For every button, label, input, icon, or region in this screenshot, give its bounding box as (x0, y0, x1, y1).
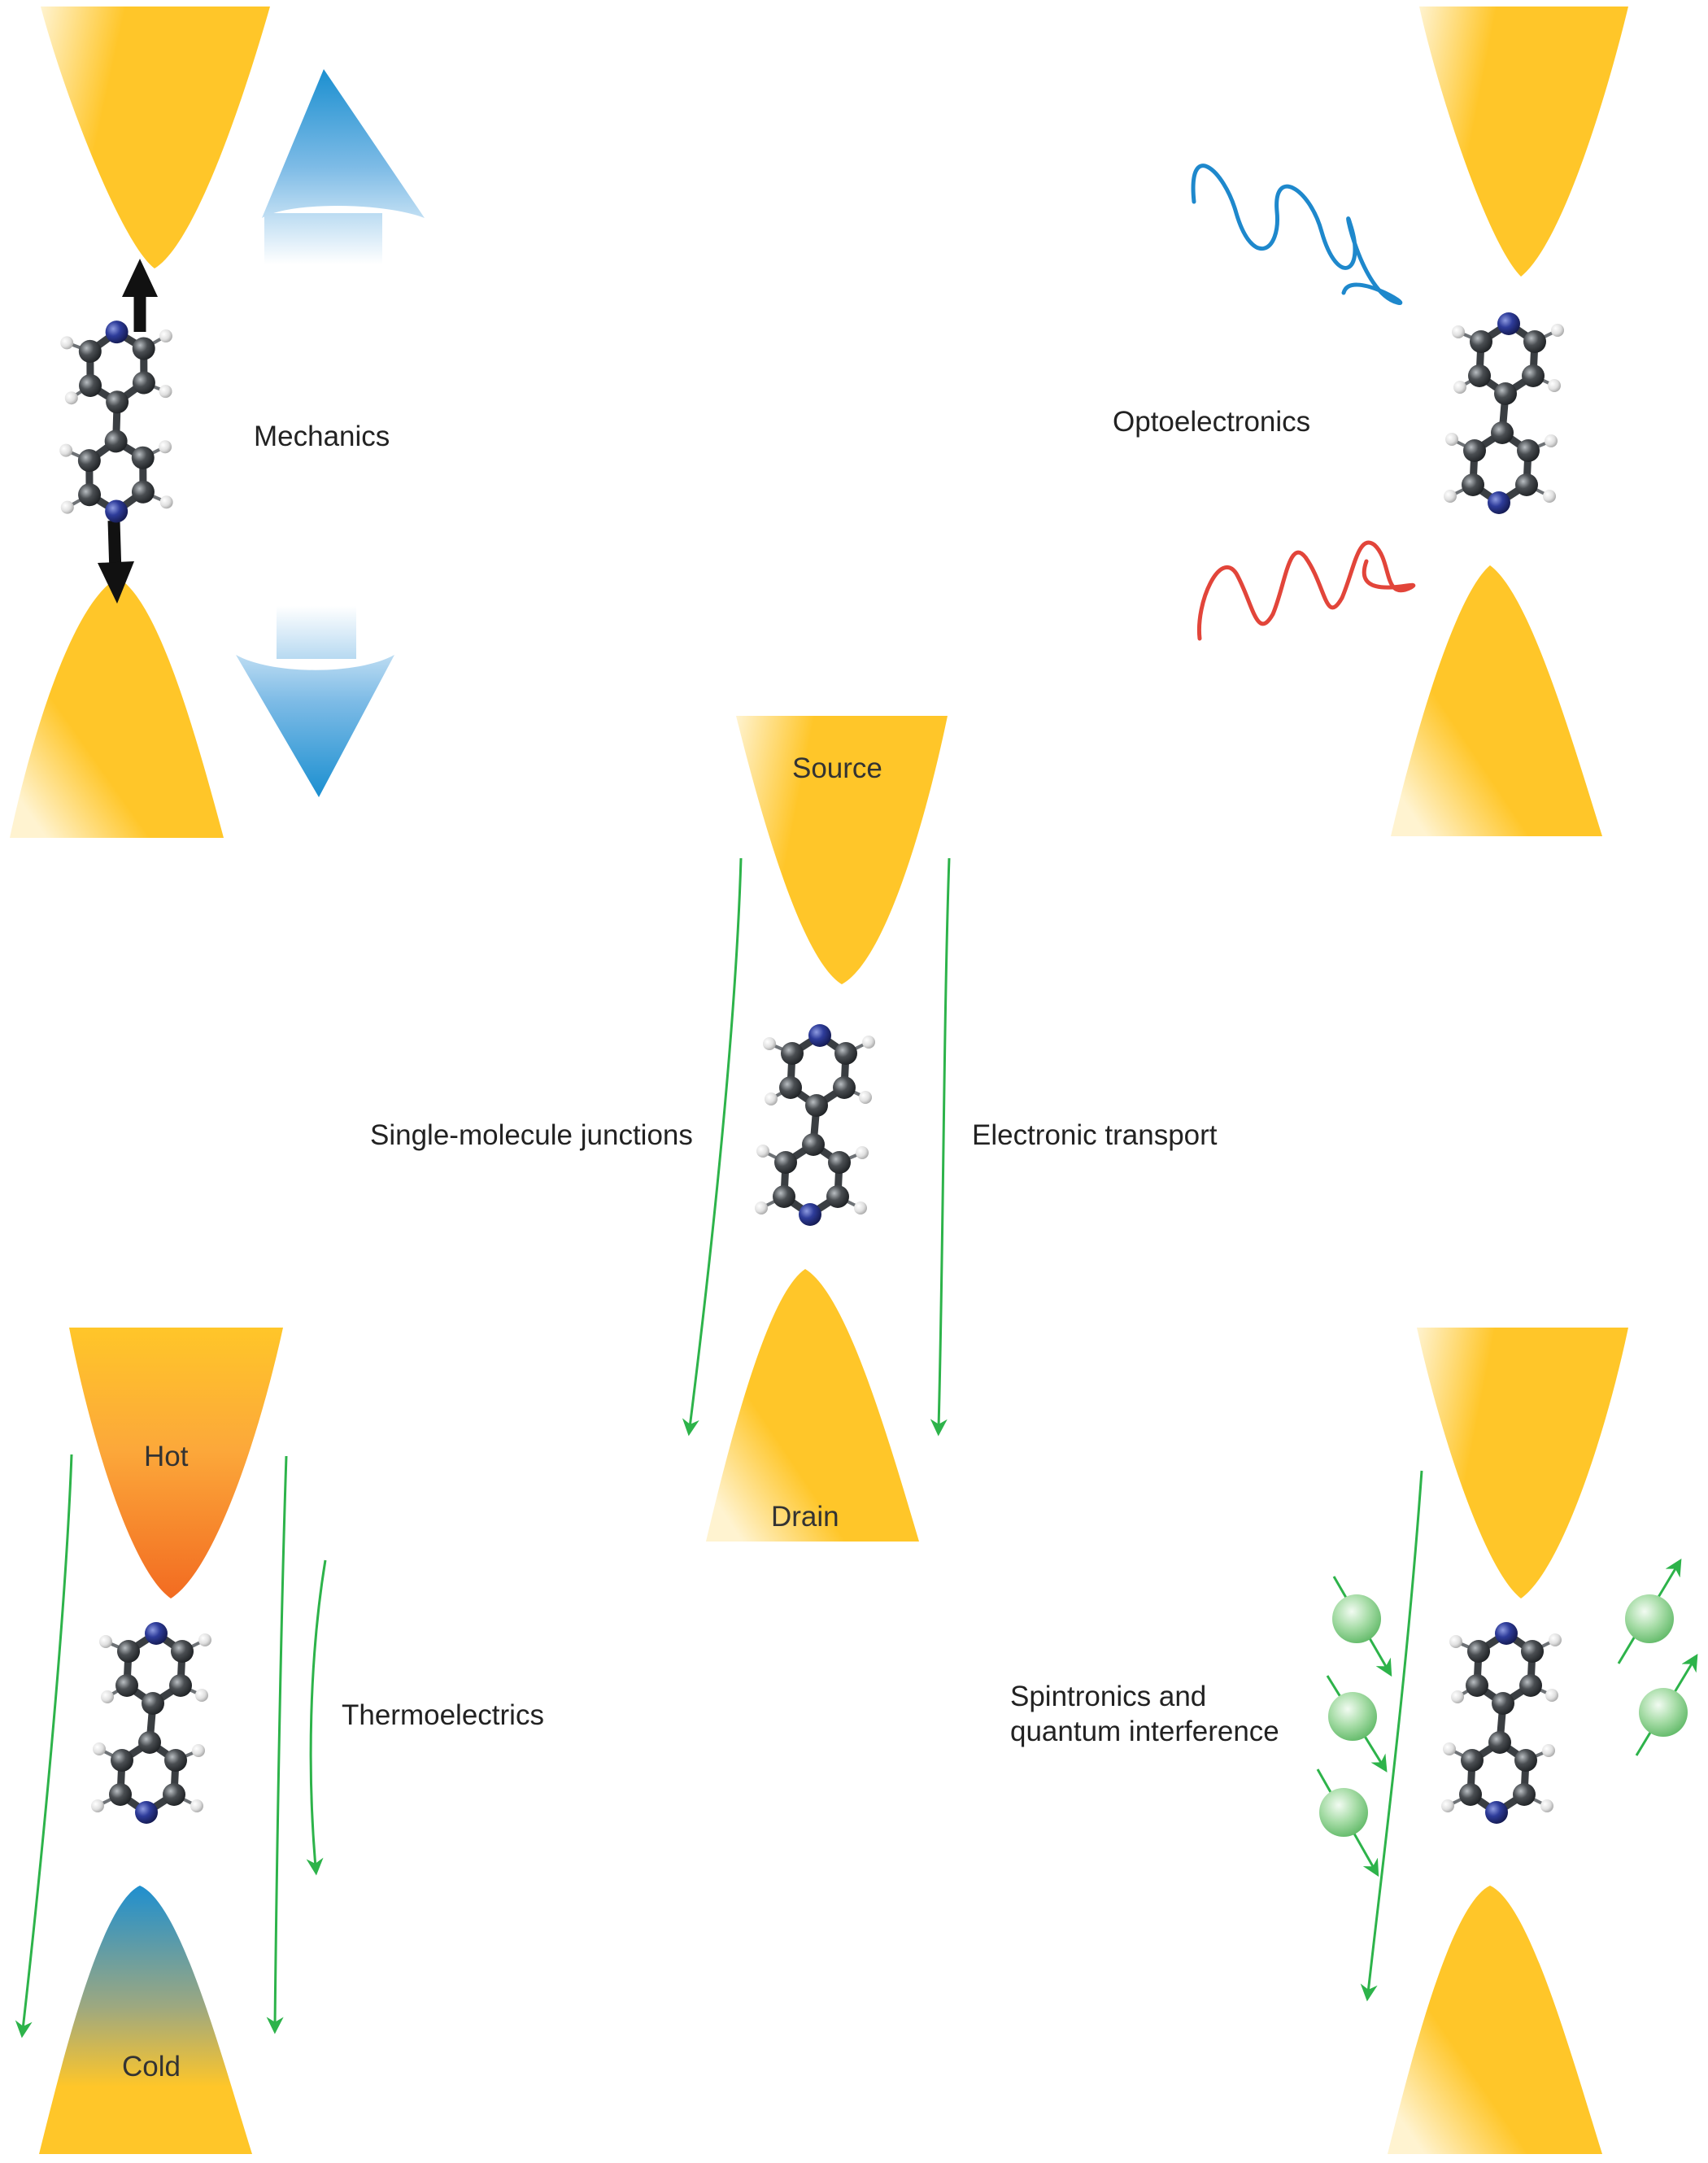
current-flow-right (930, 857, 951, 1437)
drain-label: Drain (771, 1501, 839, 1533)
cold-label: Cold (122, 2051, 181, 2082)
force-arrow-down-head (98, 561, 134, 604)
heat-flow-short (306, 1559, 327, 1876)
thermoelectrics-label: Thermoelectrics (342, 1699, 544, 1731)
cold-electrode (39, 1886, 252, 2154)
source-electrode (736, 716, 948, 984)
center-label: Single-molecule junctions (370, 1119, 693, 1151)
drain-electrode (706, 1269, 919, 1542)
mechanics-panel: Mechanics (10, 7, 425, 838)
opto-molecule (1444, 312, 1564, 514)
heat-flow-middle (266, 1455, 288, 2034)
current-flow-left (682, 857, 743, 1437)
opto-bottom-electrode (1391, 565, 1602, 836)
mechanics-label: Mechanics (254, 421, 390, 452)
spintronics-label-line2: quantum interference (1010, 1716, 1279, 1747)
spin-down-1 (1332, 1576, 1392, 1677)
emitted-light-wave (1196, 540, 1416, 641)
mechanics-molecule (51, 318, 182, 525)
transport-molecule (755, 1024, 875, 1226)
push-down-arrow (236, 606, 394, 797)
heat-flow-left (15, 1454, 73, 2039)
hot-label: Hot (144, 1441, 189, 1472)
thermo-molecule (91, 1622, 211, 1824)
pull-up-arrow (262, 69, 425, 264)
spin-top-electrode (1417, 1328, 1628, 1598)
spin-up-1 (1617, 1558, 1682, 1664)
spin-up-2 (1635, 1654, 1698, 1756)
source-label: Source (792, 752, 882, 784)
transport-panel: Source Drain Single-molecule junctions E… (370, 716, 1218, 1542)
incoming-light-wave (1191, 164, 1403, 305)
thermoelectrics-panel: Hot Cold Thermoelectrics (15, 1328, 544, 2154)
optoelectronics-label: Optoelectronics (1113, 406, 1310, 438)
spin-molecule (1441, 1622, 1562, 1824)
spin-bottom-electrode (1388, 1886, 1602, 2154)
spintronics-panel: Spintronics and quantum interference (1010, 1328, 1698, 2154)
spin-down-3 (1316, 1768, 1379, 1877)
force-arrow-up-head (122, 259, 158, 297)
mechanics-top-electrode (41, 7, 270, 268)
mechanics-bottom-electrode (10, 578, 224, 838)
spintronics-label-line1: Spintronics and (1010, 1681, 1206, 1712)
electronic-transport-label: Electronic transport (972, 1119, 1218, 1151)
opto-top-electrode (1419, 7, 1628, 277)
spin-current-flow (1360, 1470, 1423, 2002)
hot-electrode (69, 1328, 283, 1598)
optoelectronics-panel: Optoelectronics (1113, 7, 1628, 836)
spin-down-2 (1326, 1675, 1388, 1773)
